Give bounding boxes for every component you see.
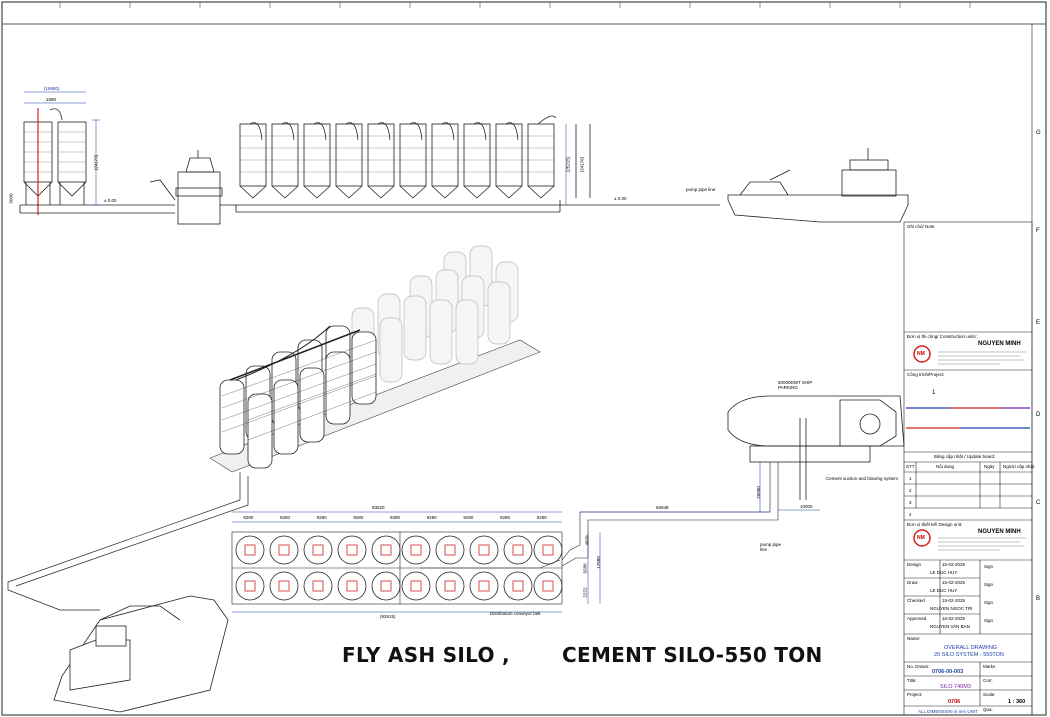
grid-letter: G — [1036, 130, 1041, 136]
caption-cement-silo: CEMENT SILO-550 TON — [562, 643, 823, 667]
level-left: ± 0.00 — [104, 198, 117, 203]
role-name: LE DUC HUY — [930, 570, 958, 575]
update-row-number: 3 — [909, 500, 912, 505]
plan-silo-centres — [244, 544, 554, 592]
update-row-number: 2 — [909, 488, 912, 493]
role-sign: Sign — [984, 564, 994, 569]
isometric-view — [7, 245, 905, 713]
caption-fly-ash-silo: FLY ASH SILO , — [342, 643, 510, 667]
company-logo-top — [913, 345, 931, 363]
dim-pipe-run: 65948 — [656, 505, 669, 510]
construction-unit-label: Đơn vị thi công/ Construction units: — [907, 334, 977, 339]
bay-dim: 9280 — [390, 515, 401, 520]
logo-text-top: NM — [917, 351, 925, 357]
role-role: Approved — [907, 616, 927, 621]
company-logo-bottom — [913, 529, 931, 547]
drawing-no: 0706-00-003 — [932, 669, 964, 675]
bay-dim: 9280 — [353, 515, 364, 520]
role-sign: Sign — [984, 582, 994, 587]
elevation-silo-pair-left — [23, 108, 87, 215]
bay-dim: 9280 — [500, 515, 511, 520]
top-ruler — [59, 2, 971, 8]
dim-top: (16880) — [44, 86, 60, 91]
ship-parking-label: 50000DWT SHIP PARKING — [778, 380, 813, 390]
project-label: Project: — [907, 692, 923, 697]
iso-ship — [53, 595, 229, 713]
grid-letter: B — [1036, 596, 1041, 602]
title-label: Title: — [907, 678, 917, 683]
dim-overall: 83520 — [372, 505, 385, 510]
mark-col-0: Marks — [983, 664, 996, 669]
level-mid: ± 0.00 — [614, 196, 627, 201]
grid-letter: C — [1036, 500, 1041, 506]
company-name: NGUYEN MINH — [978, 341, 1021, 347]
name-label: Name: — [907, 636, 921, 641]
bay-dim: 9280 — [426, 515, 437, 520]
role-name: NGUYEN NGOC TRI — [930, 606, 973, 611]
role-role: Checked — [907, 598, 925, 603]
update-row-number: 1 — [909, 476, 912, 481]
grid-letter: D — [1036, 412, 1041, 418]
note-header: Ghi chú/ Note — [907, 224, 935, 229]
update-column-header: STT — [906, 464, 915, 469]
footer-note: ALL DIMENSION in mm UNIT — [918, 709, 978, 714]
bay-dim: 9280 — [243, 515, 254, 520]
update-row-number: 4 — [909, 512, 912, 517]
dim-width: 1680 — [46, 97, 57, 102]
elevation-dimensions — [24, 91, 567, 206]
update-column-header: Người cập nhật — [1003, 464, 1035, 469]
mark-col-2: Qua. — [983, 707, 993, 712]
design-unit-label: Đơn vị thiết kế/ Design unit: — [907, 522, 963, 527]
plan-view — [231, 462, 820, 613]
dim-short: 10000 — [800, 504, 813, 509]
update-column-header: Nội dung — [936, 464, 955, 469]
role-sign: Sign — [984, 600, 994, 605]
role-name: LE DUC HUY — [930, 588, 958, 593]
project-value: 1 — [932, 390, 936, 396]
role-role: Draw — [907, 580, 918, 585]
role-name: NGUYEN VAN BAN — [930, 624, 970, 629]
no-drawing-label: No. Drawn: — [907, 664, 930, 669]
iso-silo-rings — [221, 339, 377, 441]
title-value: SILO 740M3 — [940, 684, 971, 690]
update-column-header: Ngày — [984, 464, 995, 469]
iso-silos-future — [351, 245, 519, 383]
grid-letter: E — [1036, 320, 1041, 326]
conveyor-belt-label: Distribution conveyor belt — [490, 611, 541, 616]
bay-dim: 9280 — [463, 515, 474, 520]
role-sign: Sign — [984, 618, 994, 623]
role-date: 15-02-2025 — [942, 598, 966, 603]
scale-value: 1 : 360 — [1008, 699, 1026, 705]
plan-silo-circles — [235, 535, 563, 601]
bay-dim: 9280 — [280, 515, 291, 520]
role-date: 16-02-2025 — [942, 616, 966, 621]
elevation-ship — [727, 148, 909, 223]
bay-dim: 9280 — [536, 515, 547, 520]
iso-silos-built — [219, 325, 377, 469]
plan-pump-pipe-line: pump pipe line — [760, 542, 782, 552]
update-board-label: Bảng cập nhật / Update board: — [934, 454, 996, 459]
pump-pipe-line-label: pump pipe line — [686, 187, 716, 192]
dim-bottom: (92615) — [380, 614, 396, 619]
project-header: Công trình/Project: — [907, 372, 945, 377]
role-date: 15-02-2025 — [942, 562, 966, 567]
role-date: 15-02-2025 — [942, 580, 966, 585]
mark-col-1: Corr. — [983, 678, 993, 683]
drawing-title-2: 20 SILO SYSTEM - 550TON — [934, 652, 1004, 658]
project-no: 0706 — [948, 699, 961, 705]
bay-dim: 9280 — [316, 515, 327, 520]
logo-text-bottom: NM — [917, 535, 925, 541]
grid-letter: F — [1036, 228, 1040, 234]
scale-label: Scale: — [983, 692, 996, 697]
drawing-title-1: OVERALL DRAWING — [944, 645, 998, 651]
role-role: Design — [907, 562, 922, 567]
elevation-silo-row-main — [239, 115, 557, 199]
elevation-view — [19, 108, 909, 225]
company-name-2: NGUYEN MINH — [978, 529, 1021, 535]
suction-system-label: Cement suction and blowing system — [826, 476, 899, 481]
